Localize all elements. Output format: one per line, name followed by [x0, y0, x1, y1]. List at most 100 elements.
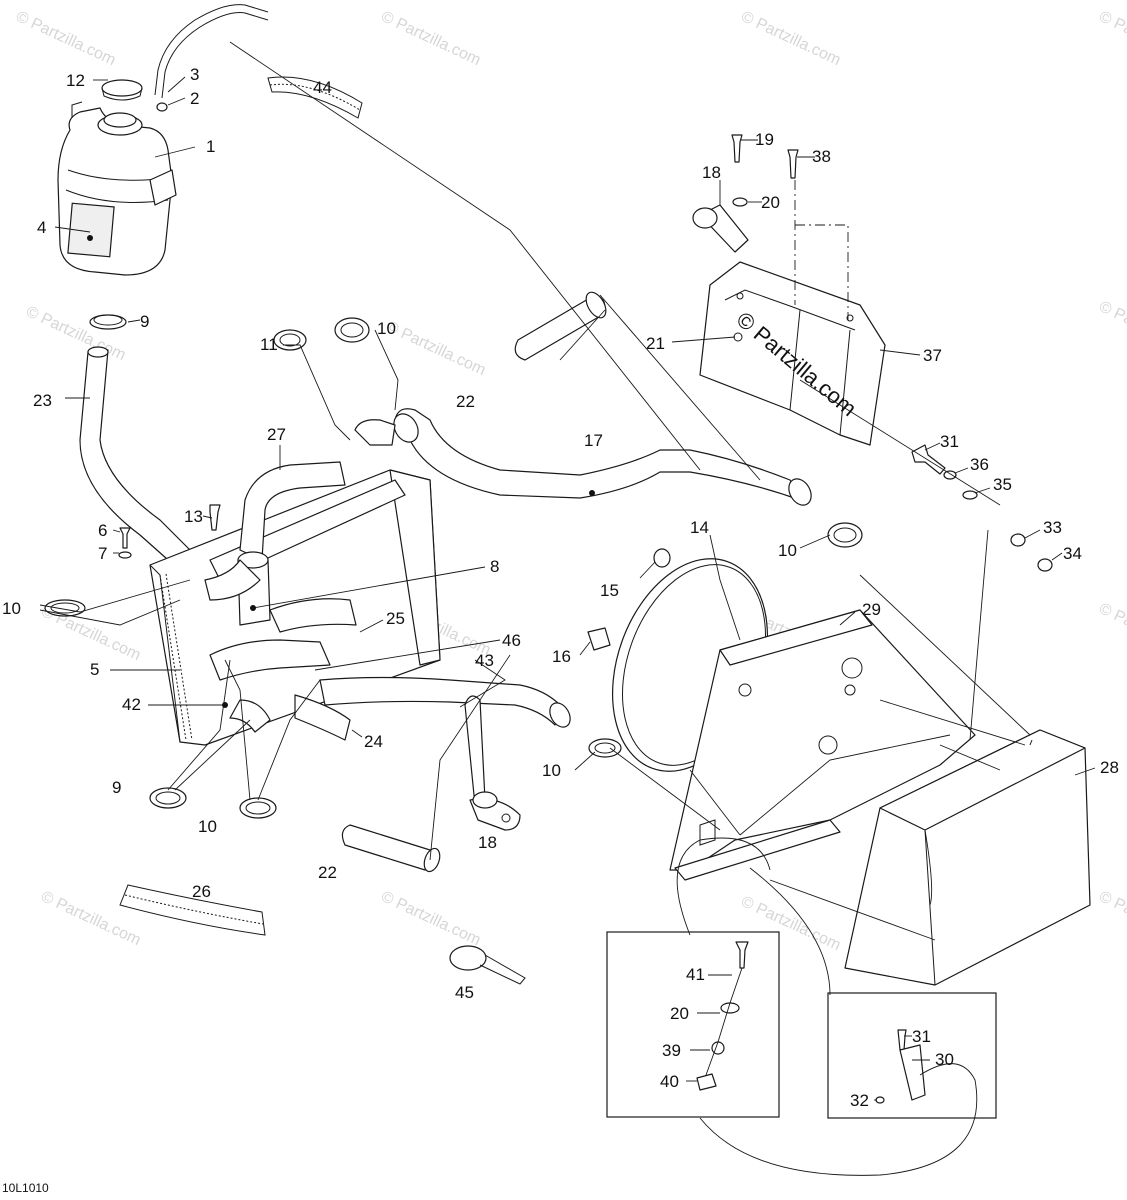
hose-clamp — [588, 738, 622, 758]
callout-38: 38 — [812, 147, 831, 166]
watermark: © Partzilla.com — [23, 303, 128, 364]
screw — [118, 527, 132, 559]
callout-9: 9 — [140, 312, 149, 331]
watermark: © Partzilla.com — [1096, 298, 1127, 359]
callout-10e: 10 — [778, 541, 797, 560]
callout-2: 2 — [190, 89, 199, 108]
callout-22b: 22 — [318, 863, 337, 882]
bolt — [731, 134, 743, 163]
watermark: © Partzilla.com — [738, 893, 843, 954]
hose-clamp — [44, 599, 86, 617]
clip — [587, 627, 611, 651]
callout-25: 25 — [386, 609, 405, 628]
lower-hose-assembly — [209, 598, 571, 741]
callout-41: 41 — [686, 965, 705, 984]
callout-11: 11 — [260, 335, 278, 354]
callout-44: 44 — [313, 78, 332, 97]
reservoir-hose — [79, 346, 201, 576]
callout-37: 37 — [923, 346, 942, 365]
callout-45: 45 — [455, 983, 474, 1002]
callout-10b: 10 — [2, 599, 21, 618]
watermark: © Partzilla.com — [1096, 8, 1127, 69]
reservoir-cap — [101, 79, 143, 101]
hose-clamp — [334, 317, 370, 343]
callout-33: 33 — [1043, 518, 1062, 537]
watermark: © Partzilla.com — [1096, 600, 1127, 661]
hose-clamp — [827, 522, 863, 548]
callout-43: 43 — [475, 651, 494, 670]
cap-nut — [1037, 558, 1053, 572]
callout-18: 18 — [702, 163, 721, 182]
callout-26: 26 — [192, 882, 211, 901]
callout-10: 10 — [377, 319, 396, 338]
upper-bracket — [699, 261, 886, 446]
drawing-code: 10L1010 — [2, 1181, 49, 1195]
callout-31b: 31 — [912, 1027, 931, 1046]
callout-20: 20 — [761, 193, 780, 212]
watermark: © Partzilla.com — [383, 318, 488, 379]
callout-16: 16 — [552, 647, 571, 666]
callout-17: 17 — [584, 431, 603, 450]
callout-30: 30 — [935, 1050, 954, 1069]
callout-19: 19 — [755, 130, 774, 149]
cable-tie — [449, 945, 526, 985]
callout-24: 24 — [364, 732, 383, 751]
callout-42: 42 — [122, 695, 141, 714]
washer — [732, 197, 748, 207]
hose-clamp — [149, 787, 187, 809]
callout-6: 6 — [98, 521, 107, 540]
overflow-hose-bottom — [119, 884, 266, 936]
hose-support-bracket — [464, 695, 521, 831]
callout-4: 4 — [37, 218, 46, 237]
callout-10d: 10 — [542, 761, 561, 780]
callout-14: 14 — [690, 518, 709, 537]
radiator-right — [844, 729, 1091, 986]
callout-leaders — [39, 76, 1096, 1101]
callout-40: 40 — [660, 1072, 679, 1091]
callout-27: 27 — [267, 425, 286, 444]
callout-20b: 20 — [670, 1004, 689, 1023]
upper-radiator-hose — [204, 461, 346, 626]
callout-28: 28 — [1100, 758, 1119, 777]
callout-34: 34 — [1063, 544, 1082, 563]
long-coolant-hose — [354, 408, 812, 506]
callout-3: 3 — [190, 65, 199, 84]
bolt — [911, 444, 946, 475]
callout-23: 23 — [33, 391, 52, 410]
washer — [962, 490, 978, 500]
hose-support-bracket — [692, 204, 749, 253]
screw — [209, 504, 221, 531]
nut — [1010, 533, 1026, 547]
callout-18b: 18 — [478, 833, 497, 852]
small-clamp — [156, 102, 168, 112]
fan-shroud — [669, 609, 976, 881]
callout-9b: 9 — [112, 778, 121, 797]
callout-36: 36 — [970, 455, 989, 474]
watermark: © Partzilla.com — [1096, 888, 1127, 949]
callout-8: 8 — [490, 557, 499, 576]
callout-31: 31 — [940, 432, 959, 451]
washer — [943, 470, 957, 480]
bolt — [787, 149, 799, 179]
callout-labels: 1 2 3 4 5 6 7 8 9 9 10 10 10 10 10 11 12… — [2, 65, 1119, 1110]
callout-12: 12 — [66, 71, 85, 90]
callout-13: 13 — [184, 507, 203, 526]
callout-32: 32 — [850, 1091, 869, 1110]
coolant-reservoir — [57, 101, 177, 276]
watermark: © Partzilla.com — [378, 8, 483, 69]
callout-1: 1 — [206, 137, 215, 156]
callout-22: 22 — [456, 392, 475, 411]
grommet — [653, 548, 671, 568]
pointer-dots — [87, 235, 595, 708]
callout-5: 5 — [90, 660, 99, 679]
watermark: © Partzilla.com — [738, 8, 843, 69]
watermark: © Partzilla.com — [378, 888, 483, 949]
hose-sleeve — [514, 291, 607, 361]
detail-inset-left — [606, 931, 780, 1118]
callout-7: 7 — [98, 544, 107, 563]
callout-39: 39 — [662, 1041, 681, 1060]
callout-29: 29 — [862, 600, 881, 619]
detail-inset-right — [827, 992, 997, 1119]
callout-15: 15 — [600, 581, 619, 600]
hose-clamp — [89, 314, 127, 330]
